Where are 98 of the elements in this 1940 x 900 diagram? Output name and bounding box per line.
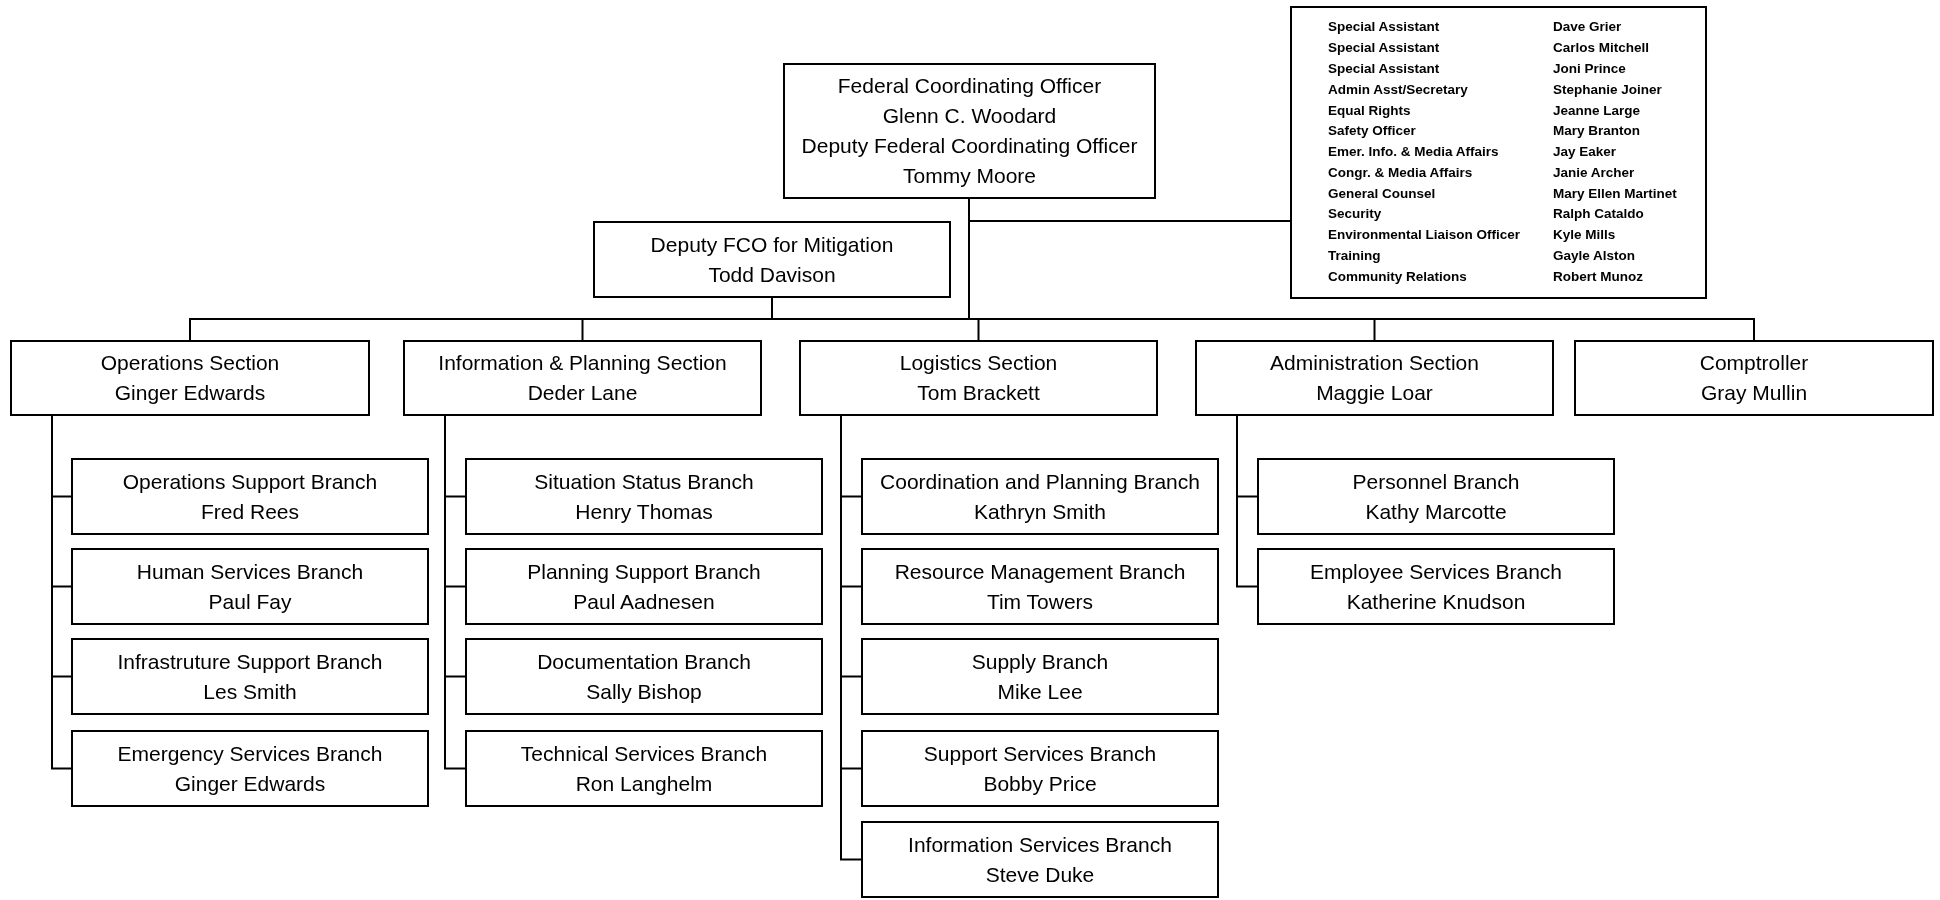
person-name: Glenn C. Woodard — [882, 103, 1057, 129]
branch-box — [861, 821, 1219, 898]
person-name: Todd Davison — [708, 261, 836, 288]
branch-box — [1257, 458, 1615, 535]
position-title: Information Services Branch — [908, 831, 1172, 858]
staff-name: Mary Ellen Martinet — [1553, 184, 1678, 203]
staff-role: Congr. & Media Affairs — [1328, 163, 1474, 182]
branch-box — [465, 730, 823, 807]
person-name: Maggie Loar — [1316, 380, 1433, 406]
branch-box — [861, 730, 1219, 807]
staff-name: Jay Eaker — [1553, 143, 1618, 162]
staff-name: Dave Grier — [1553, 18, 1623, 37]
office-box — [403, 340, 762, 416]
office-box — [1195, 340, 1554, 416]
staff-role: Special Assistant — [1328, 59, 1441, 78]
position-title: Infrastruture Support Branch — [117, 648, 383, 675]
person-name: Tommy Moore — [903, 163, 1036, 189]
person-name: Katherine Knudson — [1346, 588, 1526, 615]
position-title: Logistics Section — [899, 350, 1058, 376]
position-title: Supply Branch — [971, 648, 1109, 675]
person-name: Les Smith — [203, 678, 297, 705]
person-name: Sally Bishop — [586, 678, 702, 705]
staff-role: General Counsel — [1328, 184, 1437, 203]
branch-box — [1257, 548, 1615, 625]
person-name: Ron Langhelm — [575, 770, 713, 797]
position-title: Technical Services Branch — [520, 740, 768, 767]
position-title: Operations Section — [100, 350, 280, 376]
staff-role: Security — [1328, 205, 1383, 224]
office-box — [10, 340, 370, 416]
staff-name: Jeanne Large — [1553, 101, 1642, 120]
branch-box — [465, 548, 823, 625]
staff-name: Mary Branton — [1553, 122, 1641, 141]
staff-name: Janie Archer — [1553, 163, 1636, 182]
staff-name: Kyle Mills — [1553, 226, 1617, 245]
position-title: Resource Management Branch — [894, 558, 1186, 585]
person-name: Bobby Price — [983, 770, 1097, 797]
position-title: Personnel Branch — [1352, 468, 1520, 495]
person-name: Kathryn Smith — [974, 498, 1106, 525]
person-name: Steve Duke — [985, 861, 1095, 888]
position-title: Operations Support Branch — [122, 468, 378, 495]
position-title: Support Services Branch — [923, 740, 1157, 767]
office-box — [799, 340, 1158, 416]
staff-role: Community Relations — [1328, 267, 1468, 286]
branch-box — [71, 548, 429, 625]
staff-name: Joni Prince — [1553, 59, 1627, 78]
position-title: Administration Section — [1270, 350, 1479, 376]
staff-list-box — [1290, 6, 1707, 299]
branch-box — [71, 638, 429, 715]
connector-line — [51, 415, 72, 770]
branch-box — [465, 458, 823, 535]
staff-role: Safety Officer — [1328, 122, 1417, 141]
position-title: Documentation Branch — [537, 648, 751, 675]
staff-role: Special Assistant — [1328, 18, 1441, 37]
person-name: Tim Towers — [986, 588, 1094, 615]
position-title: Deputy Federal Coordinating Officer — [801, 133, 1138, 159]
person-name: Deder Lane — [527, 380, 638, 406]
office-box — [1574, 340, 1934, 416]
staff-role: Environmental Liaison Officer — [1328, 226, 1522, 245]
office-box — [783, 63, 1156, 199]
person-name: Kathy Marcotte — [1365, 498, 1507, 525]
office-box — [593, 221, 951, 298]
branch-box — [71, 458, 429, 535]
position-title: Comptroller — [1699, 350, 1809, 376]
person-name: Mike Lee — [997, 678, 1083, 705]
person-name: Ginger Edwards — [114, 380, 266, 406]
branch-box — [465, 638, 823, 715]
position-title: Coordination and Planning Branch — [880, 468, 1200, 495]
staff-role: Emer. Info. & Media Affairs — [1328, 143, 1500, 162]
branch-box — [861, 458, 1219, 535]
position-title: Information & Planning Section — [438, 350, 727, 376]
person-name: Paul Fay — [208, 588, 292, 615]
position-title: Deputy FCO for Mitigation — [650, 231, 894, 258]
person-name: Henry Thomas — [575, 498, 713, 525]
staff-role: Admin Asst/Secretary — [1328, 80, 1469, 99]
person-name: Gray Mullin — [1700, 380, 1808, 406]
staff-name: Robert Munoz — [1553, 267, 1644, 286]
person-name: Paul Aadnesen — [573, 588, 715, 615]
staff-role: Equal Rights — [1328, 101, 1412, 120]
staff-name: Carlos Mitchell — [1553, 39, 1651, 58]
position-title: Federal Coordinating Officer — [837, 73, 1102, 99]
staff-role: Special Assistant — [1328, 39, 1441, 58]
staff-role: Training — [1328, 247, 1382, 266]
branch-box — [861, 638, 1219, 715]
staff-name: Ralph Cataldo — [1553, 205, 1645, 224]
position-title: Situation Status Branch — [534, 468, 754, 495]
position-title: Emergency Services Branch — [117, 740, 383, 767]
branch-box — [861, 548, 1219, 625]
person-name: Tom Brackett — [917, 380, 1040, 406]
position-title: Human Services Branch — [136, 558, 364, 585]
staff-name: Gayle Alston — [1553, 247, 1637, 266]
staff-name: Stephanie Joiner — [1553, 80, 1663, 99]
person-name: Ginger Edwards — [174, 770, 326, 797]
person-name: Fred Rees — [200, 498, 299, 525]
connector-line — [1236, 415, 1258, 588]
connector-line — [444, 415, 466, 770]
position-title: Planning Support Branch — [527, 558, 761, 585]
branch-box — [71, 730, 429, 807]
position-title: Employee Services Branch — [1309, 558, 1563, 585]
